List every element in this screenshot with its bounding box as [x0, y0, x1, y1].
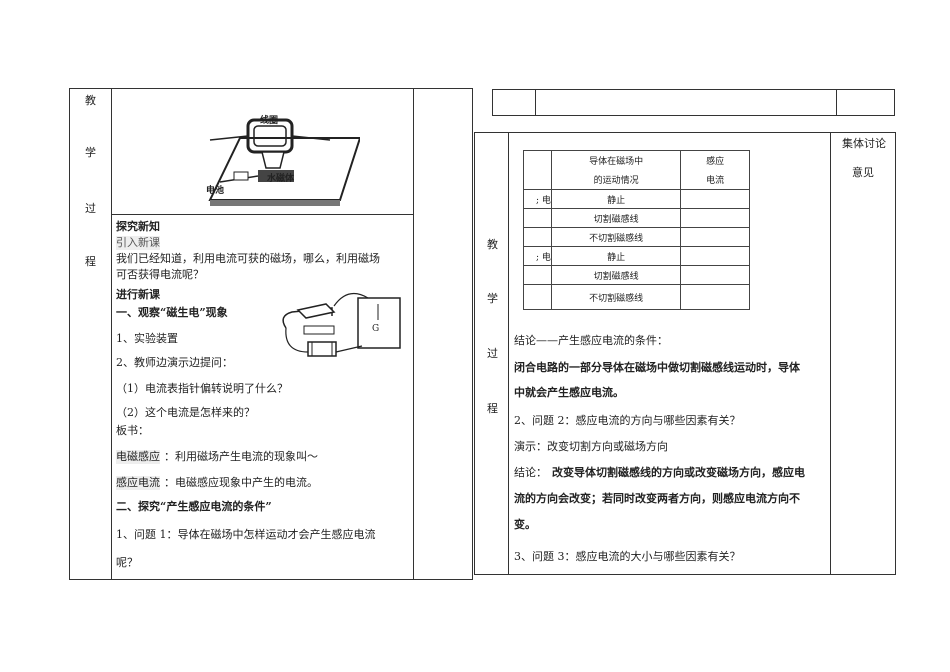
- discussion-label: 意见: [852, 166, 874, 179]
- side-char: 程: [85, 255, 96, 268]
- battery-label: 电池: [206, 186, 225, 196]
- experiment-table: 导体在磁场中的运动情况 感应电流 ; 电静止 切割磁感线 不切割磁感线 ; 电静…: [523, 150, 750, 310]
- demo-text: 演示：改变切割方向或磁场方向: [514, 440, 668, 453]
- side-char: 过: [85, 202, 96, 215]
- side-char: 程: [487, 402, 498, 415]
- problem-3: 3、问题 3：感应电流的大小与哪些因素有关？: [514, 550, 741, 563]
- heading-explore: 探究新知: [116, 220, 160, 233]
- side-char: 学: [85, 146, 96, 159]
- table-row-mark: ; 电: [523, 246, 552, 266]
- intro-text: 我们已经知道，利用电流可获的磁场，哪么，利用磁场: [116, 252, 380, 265]
- galvanometer-figure: [282, 292, 401, 357]
- section2-heading: 二、探究“产生感应电流的条件”: [116, 500, 272, 513]
- term-electromagnetic-induction: 电磁感应: [116, 450, 160, 464]
- coil-label: 线圈: [260, 116, 279, 126]
- problem-2: 2、问题 2：感应电流的方向与哪些因素有关？: [514, 414, 741, 427]
- definition-text: ：利用磁场产生电流的现象叫～: [164, 450, 318, 463]
- definition-text: ：电磁感应现象中产生的电流。: [164, 476, 318, 489]
- intro-text: 可否获得电流呢？: [116, 268, 204, 281]
- magnet-label: 水磁体: [267, 174, 295, 184]
- table-cell: 切割磁感线: [550, 208, 682, 228]
- item-demo: 2、教师边演示边提问：: [116, 356, 233, 369]
- table-header-current: 感应电流: [680, 150, 750, 190]
- conclusion2-text: 改变导体切割磁感线的方向或改变磁场方向，感应电: [552, 466, 805, 479]
- conclusion-label: 结论——产生感应电流的条件：: [514, 334, 668, 347]
- table-header-motion: 导体在磁场中的运动情况: [550, 150, 682, 190]
- problem-1-cont: 呢？: [116, 556, 138, 569]
- conclusion2-label: 结论：: [514, 466, 547, 479]
- table-cell: 切割磁感线: [550, 265, 682, 285]
- item-setup: 1、实验装置: [116, 332, 178, 345]
- conclusion2-text: 变。: [514, 518, 536, 531]
- board-label: 板书：: [116, 424, 149, 437]
- question-1: （1）电流表指针偏转说明了什么？: [116, 382, 288, 395]
- coil-apparatus-figure: [208, 118, 360, 206]
- table-cell: 静止: [550, 189, 682, 209]
- question-2: （2）这个电流是怎样来的？: [116, 406, 255, 419]
- problem-1: 1、问题 1：导体在磁场中怎样运动才会产生感应电流: [116, 528, 376, 541]
- table-cell: 不切割磁感线: [550, 284, 682, 310]
- side-char: 学: [487, 292, 498, 305]
- section1-heading: 一、观察“磁生电”现象: [116, 306, 228, 319]
- conclusion2-text: 流的方向会改变；若同时改变两者方向，则感应电流方向不: [514, 492, 800, 505]
- intro-label: 引入新课: [116, 236, 160, 250]
- side-char: 教: [487, 238, 498, 251]
- conclusion-text: 闭合电路的一部分导体在磁场中做切割磁感线运动时，导体: [514, 361, 800, 374]
- discussion-label: 集体讨论: [842, 137, 886, 150]
- side-char: 教: [85, 94, 96, 107]
- galvanometer-letter: G: [372, 324, 380, 334]
- table-row-mark: ; 电: [523, 189, 552, 209]
- conclusion-text: 中就会产生感应电流。: [514, 386, 624, 399]
- term-induced-current: 感应电流: [116, 476, 160, 490]
- new-lesson-heading: 进行新课: [116, 288, 160, 301]
- table-cell: 不切割磁感线: [550, 227, 682, 247]
- table-cell: 静止: [550, 246, 682, 266]
- side-char: 过: [487, 347, 498, 360]
